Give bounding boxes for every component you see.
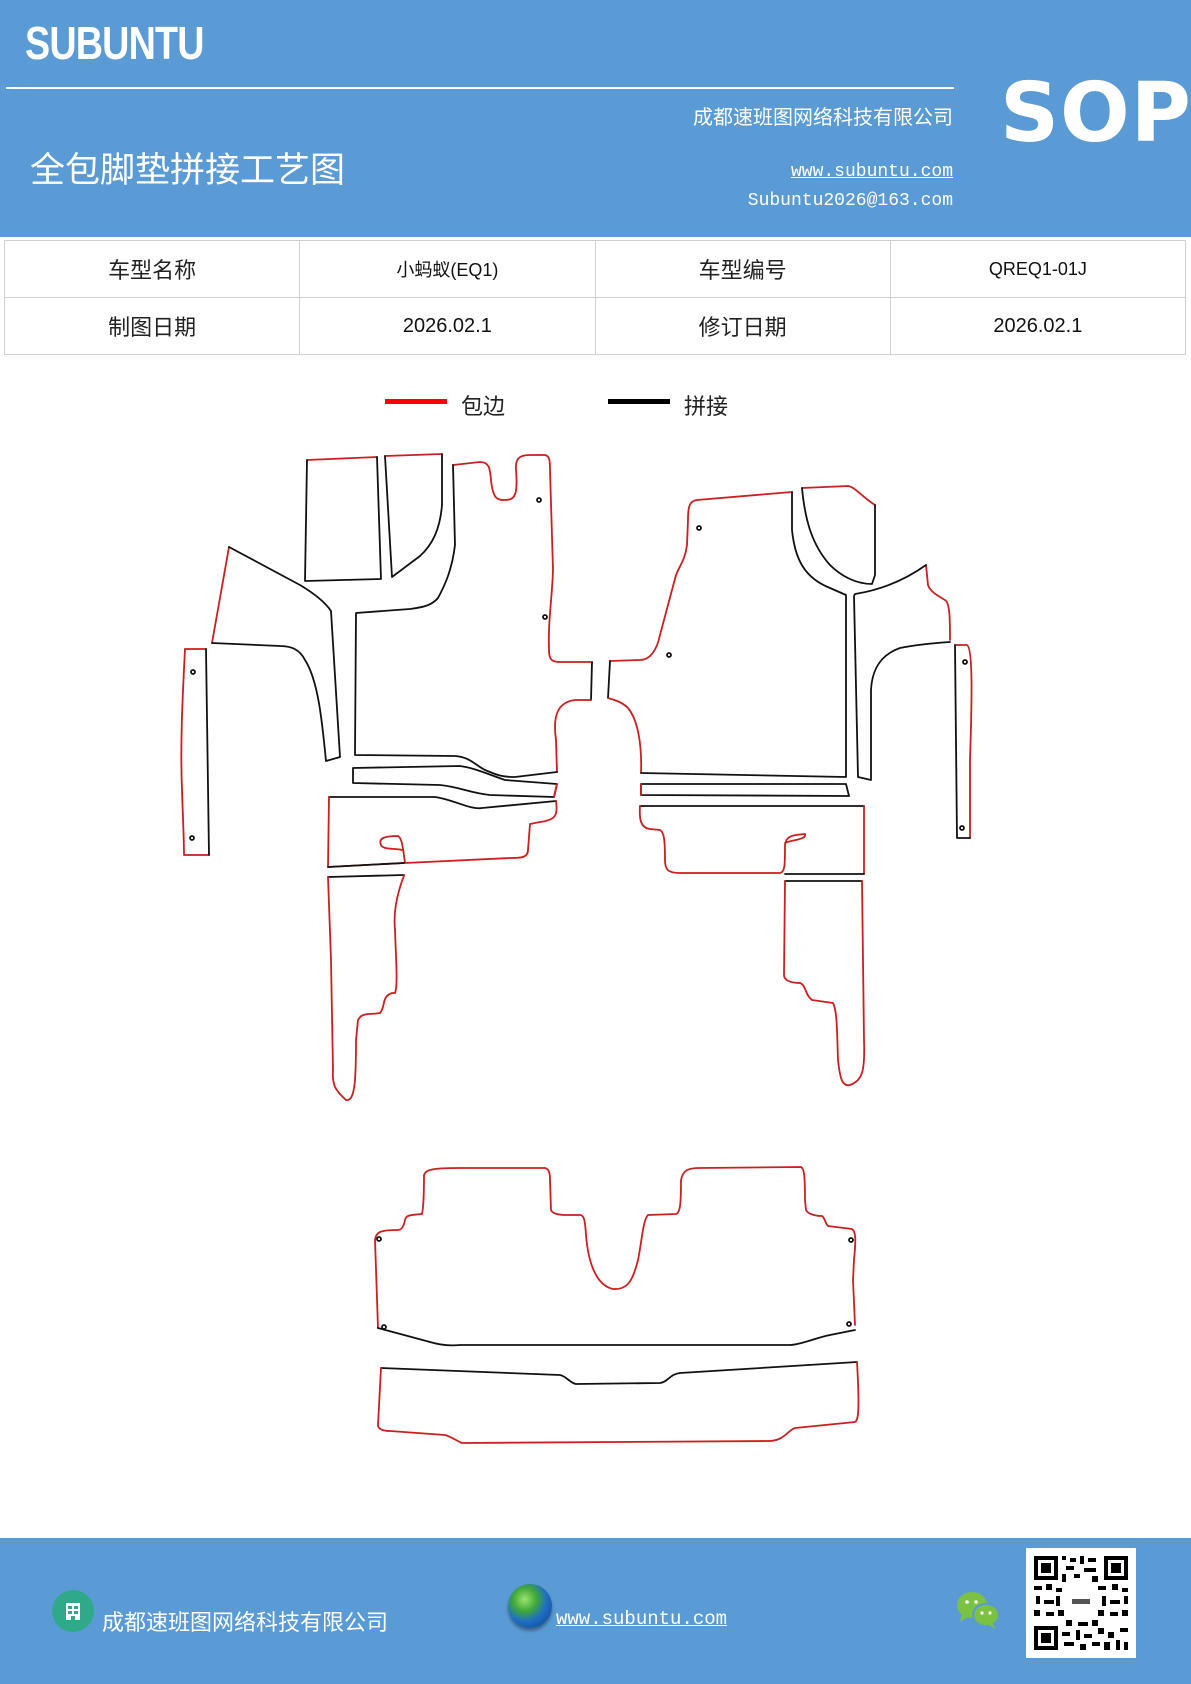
vehicle-code-value: QREQ1-01J <box>889 240 1187 298</box>
red-line-swatch <box>385 398 447 404</box>
left-door-mat <box>327 874 405 1101</box>
page-footer: 成都速班图网络科技有限公司 www.subuntu.com <box>0 1538 1191 1684</box>
footer-website-link[interactable]: www.subuntu.com <box>556 1608 728 1630</box>
left-lower-panel <box>327 796 558 868</box>
brand-logo: SUBUNTU <box>25 17 204 69</box>
right-lower-panel <box>638 805 865 875</box>
website-link[interactable]: www.subuntu.com <box>790 162 953 182</box>
company-name: 成都速班图网络科技有限公司 <box>693 105 953 129</box>
left-side-strip <box>180 648 210 856</box>
email-address: Subuntu2026@163.com <box>747 191 953 211</box>
header-divider <box>6 87 954 89</box>
rear-mat-upper <box>374 1166 857 1347</box>
sop-badge: SOP <box>1000 66 1191 161</box>
legend: 包边 拼接 <box>0 385 1191 425</box>
legend-label: 包边 <box>461 395 506 420</box>
right-main-mat <box>607 491 847 778</box>
vehicle-code-label: 车型编号 <box>594 240 891 298</box>
qr-code[interactable] <box>1026 1548 1136 1658</box>
vehicle-name-value: 小蚂蚁(EQ1) <box>299 240 596 298</box>
draw-date-label: 制图日期 <box>3 297 301 355</box>
revision-date-value: 2026.02.1 <box>889 297 1187 355</box>
qr-code-image <box>1026 1548 1136 1658</box>
page-title: 全包脚垫拼接工艺图 <box>30 151 346 191</box>
legend-item-edging: 包边 <box>385 385 505 420</box>
left-wing-panel <box>211 546 341 762</box>
left-front-panel-b <box>384 453 443 578</box>
building-icon <box>52 1590 94 1632</box>
right-sill-strip <box>640 783 850 797</box>
left-sill-strip <box>352 765 558 798</box>
table-row: 制图日期 2026.02.1 修订日期 2026.02.1 <box>3 297 1187 355</box>
building-icon-glyph <box>66 1603 80 1620</box>
rear-mat-lower <box>377 1361 860 1444</box>
vehicle-name-label: 车型名称 <box>3 240 301 298</box>
revision-date-label: 修订日期 <box>594 297 891 355</box>
right-wing-panel <box>853 564 951 781</box>
black-line-swatch <box>608 398 670 404</box>
left-front-panel-a <box>304 456 382 582</box>
legend-label: 拼接 <box>684 395 729 420</box>
footer-company-name: 成都速班图网络科技有限公司 <box>102 1611 389 1636</box>
table-row: 车型名称 小蚂蚁(EQ1) 车型编号 QREQ1-01J <box>3 240 1187 298</box>
draw-date-value: 2026.02.1 <box>299 297 596 355</box>
floor-mat-diagram <box>180 453 973 1444</box>
page-header: SUBUNTU 全包脚垫拼接工艺图 成都速班图网络科技有限公司 www.subu… <box>0 0 1191 237</box>
vehicle-info-table: 车型名称 小蚂蚁(EQ1) 车型编号 QREQ1-01J 制图日期 2026.0… <box>3 240 1187 355</box>
right-door-mat <box>783 880 866 1087</box>
legend-item-seam: 拼接 <box>608 385 728 420</box>
right-corner-panel <box>801 485 876 585</box>
wechat-icon <box>957 1592 1000 1629</box>
right-side-strip <box>954 644 973 839</box>
globe-icon <box>508 1584 552 1628</box>
left-main-mat <box>354 454 593 778</box>
